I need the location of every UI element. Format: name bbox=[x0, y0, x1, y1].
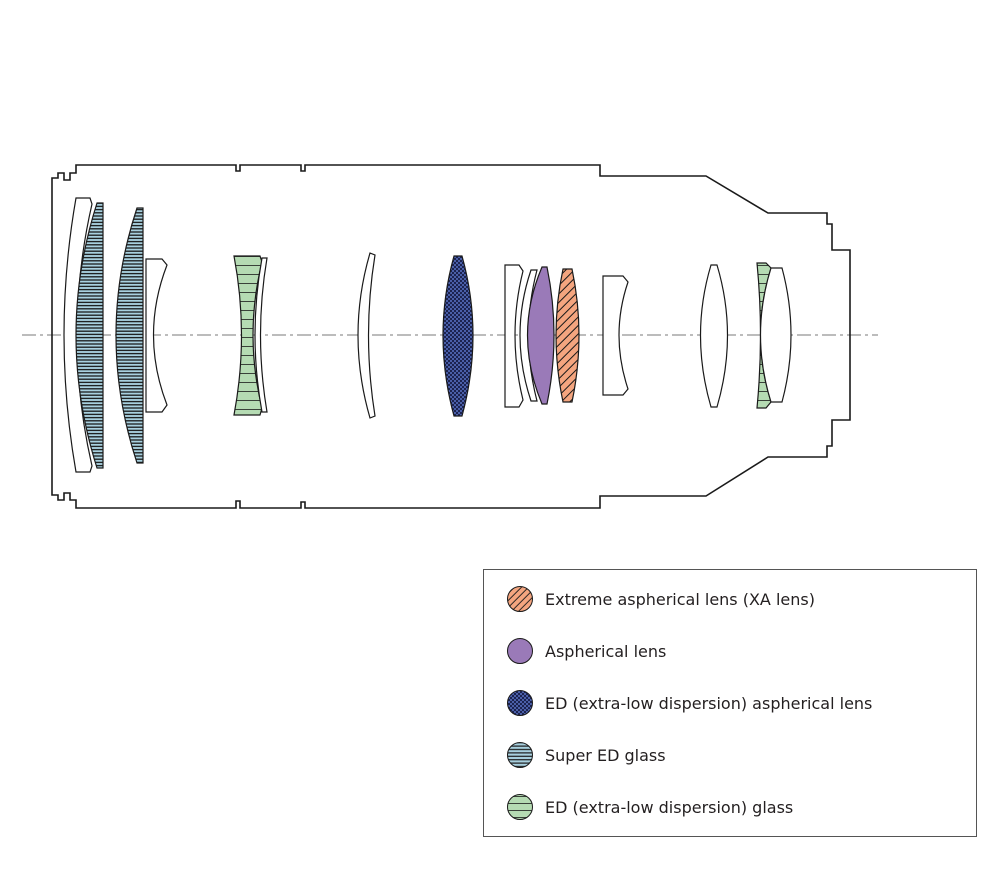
legend-item-ed-aspherical-lens: ED (extra-low dispersion) aspherical len… bbox=[506, 688, 872, 718]
solid-circle-icon bbox=[507, 638, 533, 664]
thin-meniscus-lens bbox=[357, 252, 376, 419]
dense-stripe-circle-icon bbox=[507, 742, 533, 768]
aspherical-lens bbox=[526, 266, 555, 405]
legend-item-super-ed-glass: Super ED glass bbox=[506, 740, 666, 770]
concave-lens-1 bbox=[145, 258, 168, 413]
sparse-stripe-circle-icon bbox=[507, 794, 533, 820]
legend-label-ed-glass: ED (extra-low dispersion) glass bbox=[545, 797, 794, 817]
super-ed-lens-1 bbox=[75, 202, 104, 469]
legend-item-xa-lens: Extreme aspherical lens (XA lens) bbox=[506, 584, 815, 614]
super-ed-lens-2 bbox=[115, 207, 144, 464]
xa-lens bbox=[555, 268, 580, 403]
lens-barrel-outline bbox=[51, 164, 851, 509]
ed-aspherical-lens bbox=[442, 255, 474, 417]
concave-lens-3 bbox=[504, 264, 524, 408]
lens-construction-diagram bbox=[22, 164, 878, 509]
legend-item-aspherical-lens: Aspherical lens bbox=[506, 636, 666, 666]
biconvex-lens-rear bbox=[699, 264, 729, 408]
legend-label-xa-lens: Extreme aspherical lens (XA lens) bbox=[545, 589, 815, 609]
concave-lens-5 bbox=[602, 275, 629, 396]
legend-label-super-ed-glass: Super ED glass bbox=[545, 745, 666, 765]
legend-label-aspherical-lens: Aspherical lens bbox=[545, 641, 667, 661]
legend-label-ed-aspherical-lens: ED (extra-low dispersion) aspherical len… bbox=[545, 693, 873, 713]
checker-circle-icon bbox=[507, 690, 533, 716]
diagonal-hatch-circle-icon bbox=[507, 586, 533, 612]
legend-item-ed-glass: ED (extra-low dispersion) glass bbox=[506, 792, 793, 822]
legend-box: Extreme aspherical lens (XA lens) Aspher… bbox=[483, 569, 977, 837]
meniscus-lens-2 bbox=[254, 257, 268, 413]
rear-meniscus-lens bbox=[759, 267, 792, 403]
